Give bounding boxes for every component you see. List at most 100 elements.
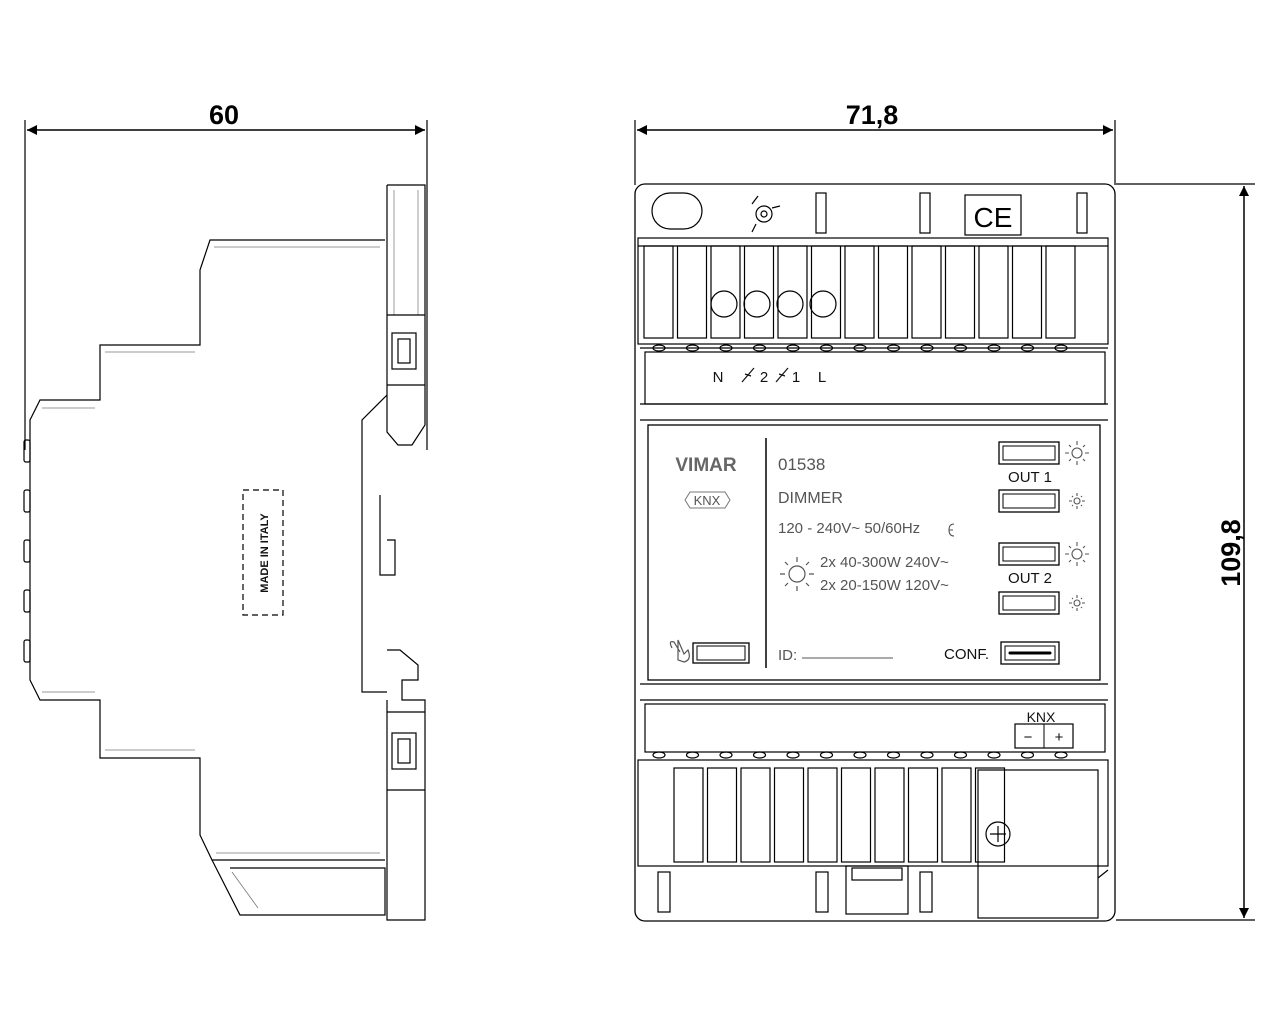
dimension-depth-label: 60 bbox=[209, 100, 239, 130]
side-front-face bbox=[386, 184, 426, 446]
faceplate bbox=[647, 424, 1101, 681]
terminal-slot bbox=[874, 767, 905, 863]
out2-up-button[interactable] bbox=[998, 542, 1060, 566]
terminal-rib bbox=[652, 344, 666, 352]
terminal-rib bbox=[1054, 344, 1068, 352]
svg-text:KNX: KNX bbox=[694, 493, 721, 508]
terminal-rib bbox=[1020, 344, 1035, 352]
out1-label: OUT 1 bbox=[1008, 469, 1052, 486]
side-bottom-ramp bbox=[211, 859, 386, 916]
terminal-rib bbox=[987, 344, 1001, 352]
hand-touch-icon bbox=[669, 639, 690, 663]
terminal-rib bbox=[685, 751, 700, 759]
terminal-rib bbox=[920, 751, 934, 759]
knx-bus-terminal: − + bbox=[1014, 723, 1074, 749]
dimension-height-label: 109,8 bbox=[1216, 519, 1246, 587]
terminal-rib bbox=[853, 344, 867, 352]
front-view: CE N 2 1 L bbox=[634, 183, 1116, 922]
terminal-slot bbox=[974, 767, 1006, 863]
terminal-slot bbox=[777, 245, 808, 339]
dimension-width-label: 71,8 bbox=[846, 100, 899, 130]
side-view bbox=[23, 184, 426, 921]
terminal-screw-n bbox=[710, 290, 738, 318]
terminal-rib bbox=[652, 751, 666, 759]
terminal-rib bbox=[1020, 751, 1035, 759]
brightness-low-icon bbox=[1069, 493, 1085, 509]
terminal-slot bbox=[743, 245, 775, 339]
terminal-slot bbox=[1011, 245, 1043, 339]
terminal-slot bbox=[706, 767, 738, 863]
terminal-slot bbox=[840, 767, 872, 863]
bottom-cap bbox=[657, 865, 933, 915]
terminal-rib bbox=[987, 751, 1001, 759]
brightness-low-icon bbox=[1069, 595, 1085, 611]
terminal-screw-l bbox=[809, 290, 837, 318]
brand-logo: VIMAR bbox=[675, 455, 737, 476]
dimension-height: 109,8 bbox=[1116, 183, 1255, 921]
brightness-high-icon bbox=[1065, 542, 1089, 566]
terminal-slot bbox=[676, 245, 708, 339]
terminal-label-l: L bbox=[818, 369, 826, 386]
terminal-rib bbox=[886, 751, 901, 759]
side-body-inner-line bbox=[42, 246, 380, 854]
terminal-rib bbox=[1054, 751, 1068, 759]
terminal-slot bbox=[810, 245, 842, 339]
terminal-rib bbox=[920, 344, 934, 352]
supply-rating: 120 - 240V~ 50/60Hz bbox=[778, 520, 920, 537]
terminal-slot bbox=[941, 767, 972, 863]
terminal-slot bbox=[1045, 245, 1076, 339]
terminal-screw-1 bbox=[776, 290, 804, 318]
terminal-rib bbox=[786, 344, 800, 352]
terminal-slot bbox=[643, 245, 674, 339]
terminal-slot bbox=[710, 245, 741, 339]
out2-label: OUT 2 bbox=[1008, 570, 1052, 587]
side-clip-window-top bbox=[391, 332, 417, 370]
terminal-screw-2 bbox=[743, 290, 771, 318]
terminal-rib bbox=[786, 751, 800, 759]
front-housing bbox=[634, 183, 1116, 922]
terminal-label-load2: 2 bbox=[741, 367, 768, 386]
knx-plug-screw bbox=[985, 821, 1011, 847]
side-clip-window-bottom bbox=[391, 732, 417, 770]
terminal-rib bbox=[853, 751, 867, 759]
recycle-mark-icon bbox=[751, 195, 781, 233]
terminal-slot bbox=[944, 245, 976, 339]
ce-mark-box bbox=[964, 194, 1022, 236]
dimension-depth: 60 bbox=[24, 100, 428, 450]
class2-symbol-icon bbox=[948, 523, 955, 537]
terminal-label-n: N bbox=[713, 369, 724, 386]
terminal-rib bbox=[819, 751, 834, 759]
svg-text:2: 2 bbox=[760, 369, 768, 386]
terminal-slot bbox=[807, 767, 838, 863]
svg-text:1: 1 bbox=[792, 369, 800, 386]
terminal-slot bbox=[844, 245, 875, 339]
terminal-rib bbox=[719, 344, 733, 352]
dimension-width: 71,8 bbox=[634, 100, 1116, 185]
terminal-rib bbox=[953, 751, 968, 759]
out2-down-button[interactable] bbox=[998, 591, 1060, 615]
knx-minus-label: − bbox=[1024, 729, 1033, 746]
knx-plug-body bbox=[977, 769, 1099, 919]
conf-label: CONF. bbox=[944, 646, 989, 663]
id-label: ID: bbox=[778, 647, 797, 664]
terminal-slot bbox=[877, 245, 909, 339]
din-latch bbox=[845, 865, 909, 915]
side-terminal-nubs bbox=[23, 439, 31, 663]
prog-button[interactable] bbox=[692, 642, 750, 664]
knx-logo: KNX bbox=[684, 491, 731, 509]
terminal-rib bbox=[685, 344, 700, 352]
terminal-label-load1: 1 bbox=[775, 367, 800, 386]
out1-up-button[interactable] bbox=[998, 441, 1060, 465]
terminal-slot bbox=[773, 767, 805, 863]
terminal-slot bbox=[907, 767, 939, 863]
terminal-slot bbox=[673, 767, 704, 863]
svg-text:CE: CE bbox=[974, 202, 1013, 233]
terminal-slot bbox=[911, 245, 942, 339]
article-number: 01538 bbox=[778, 455, 825, 474]
load-rating-240: 2x 40-300W 240V~ bbox=[820, 554, 949, 571]
conf-button[interactable] bbox=[1000, 641, 1060, 665]
load-rating-120: 2x 20-150W 120V~ bbox=[820, 577, 949, 594]
terminal-rib bbox=[886, 344, 901, 352]
out1-down-button[interactable] bbox=[998, 489, 1060, 513]
